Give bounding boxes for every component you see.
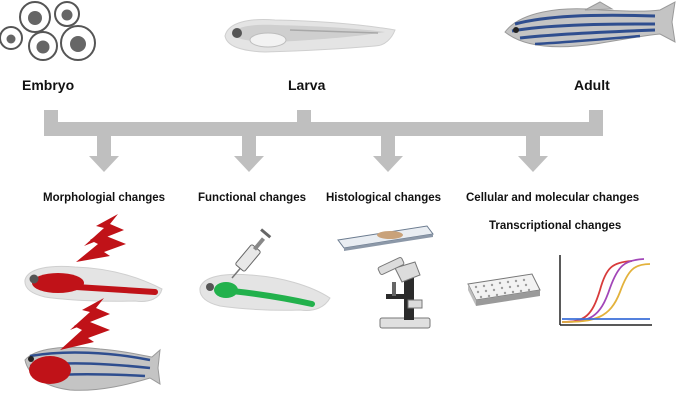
larva-lesion-icon — [24, 265, 163, 302]
transcriptional-changes-label: Transcriptional changes — [489, 220, 622, 232]
functional-changes-label: Functional changes — [198, 192, 306, 204]
connector — [44, 110, 603, 136]
morphological-changes-label: Morphologial changes — [43, 192, 166, 204]
adult-label: Adult — [574, 77, 610, 93]
larva-label: Larva — [288, 77, 326, 93]
syringe-icon — [231, 228, 272, 279]
adult-lesion-icon — [24, 346, 161, 391]
lightning-bolt-icon — [60, 298, 110, 350]
larva-injection-icon — [199, 273, 331, 311]
larva-icon — [224, 19, 396, 53]
histological-changes-label: Histological changes — [326, 192, 442, 204]
adult-zebrafish-icon — [504, 1, 676, 48]
well-plate-icon — [467, 273, 541, 306]
lightning-bolt-icon — [76, 214, 126, 262]
microscope-icon — [377, 257, 431, 329]
embryo-cluster-icon — [0, 1, 96, 61]
down-arrows — [89, 136, 548, 172]
qpcr-curves-icon — [559, 255, 652, 326]
cellular-molecular-changes-label: Cellular and molecular changes — [466, 192, 640, 204]
microscope-slide-icon — [337, 225, 434, 251]
embryo-label: Embryo — [22, 77, 75, 93]
